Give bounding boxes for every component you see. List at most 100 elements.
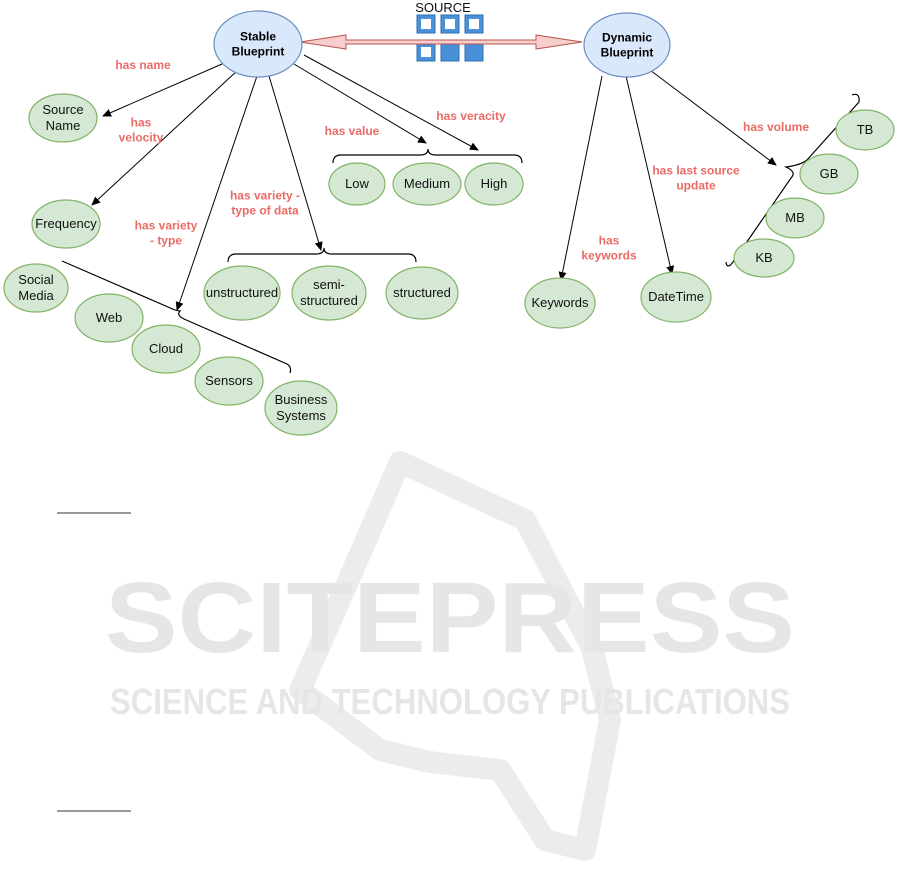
- text-line: Source: [42, 102, 83, 117]
- node-low[interactable]: Low: [328, 162, 386, 206]
- edge-has-velocity: [91, 69, 239, 206]
- text-line: Blueprint: [601, 46, 654, 60]
- text-line: has veracity: [436, 109, 506, 123]
- text-line: structured: [393, 285, 451, 300]
- node-shape: [392, 162, 462, 206]
- text-line: has variety -: [230, 189, 300, 203]
- edge-has-keywords: [558, 75, 603, 281]
- blueprint-stable-shape: [213, 10, 303, 78]
- node-shape: [799, 153, 859, 195]
- source-logo: SOURCE: [415, 0, 484, 62]
- node-keywords[interactable]: Keywords: [524, 277, 596, 329]
- text-line: keywords: [581, 249, 637, 263]
- node-kb[interactable]: KB: [733, 238, 795, 278]
- edge-label-has-name: has name: [115, 58, 171, 72]
- text-line: Media: [18, 288, 54, 303]
- text-line: velocity: [119, 131, 164, 145]
- edge-has-veracity: [303, 54, 479, 151]
- node-shape: [835, 109, 895, 151]
- node-tb[interactable]: TB: [835, 109, 895, 151]
- text-line: Frequency: [35, 216, 97, 231]
- brace-data-types: [227, 247, 417, 263]
- node-unstructured[interactable]: unstructured: [203, 265, 281, 321]
- node-shape: [765, 197, 825, 239]
- node-sensors[interactable]: Sensors: [194, 356, 264, 406]
- text-line: - type: [150, 234, 182, 248]
- source-label: SOURCE: [415, 0, 471, 15]
- text-line: Blueprint: [232, 45, 285, 59]
- node-gb[interactable]: GB: [799, 153, 859, 195]
- text-line: Name: [46, 118, 81, 133]
- edge-has-last-update: [625, 75, 675, 275]
- text-line: GB: [820, 166, 839, 181]
- text-line: Social: [18, 272, 54, 287]
- edge-label-has-variety-type: has variety- type: [135, 219, 198, 248]
- text-line: Low: [345, 176, 369, 191]
- node-datetime[interactable]: DateTime: [640, 271, 712, 323]
- node-cloud[interactable]: Cloud: [131, 324, 201, 374]
- node-shape: [328, 162, 386, 206]
- node-shape: [291, 265, 367, 321]
- text-line: has name: [115, 58, 171, 72]
- text-line: DateTime: [648, 289, 704, 304]
- text-line: has variety: [135, 219, 198, 233]
- node-shape: [733, 238, 795, 278]
- text-line: High: [481, 176, 508, 191]
- edge-has-variety-data: [268, 75, 323, 251]
- text-line: type of data: [231, 204, 299, 218]
- text-line: Stable: [240, 30, 276, 44]
- node-shape: [3, 263, 69, 313]
- text-line: unstructured: [206, 285, 278, 300]
- edge-label-has-volume: has volume: [743, 120, 809, 134]
- text-line: Medium: [404, 176, 450, 191]
- node-frequency[interactable]: Frequency: [31, 199, 101, 249]
- watermark-title: SCITEPRESS: [105, 562, 795, 674]
- node-web[interactable]: Web: [74, 293, 144, 343]
- node-high[interactable]: High: [464, 162, 524, 206]
- watermark-book-outline: [289, 451, 621, 861]
- edge-label-has-value: has value: [325, 124, 380, 138]
- node-mb[interactable]: MB: [765, 197, 825, 239]
- text-line: structured: [300, 293, 358, 308]
- node-medium[interactable]: Medium: [392, 162, 462, 206]
- node-shape: [464, 162, 524, 206]
- text-line: semi-: [313, 277, 345, 292]
- node-shape: [131, 324, 201, 374]
- text-line: update: [676, 179, 716, 193]
- blueprint-dynamic-shape: [583, 12, 671, 78]
- node-shape: [31, 199, 101, 249]
- node-structured[interactable]: structured: [385, 266, 459, 320]
- text-line: Systems: [276, 408, 326, 423]
- text-line: has: [599, 234, 620, 248]
- watermark-subtitle: SCIENCE AND TECHNOLOGY PUBLICATIONS: [110, 681, 790, 722]
- edge-label-has-variety-data: has variety -type of data: [230, 189, 300, 218]
- node-semi-structured[interactable]: semi-structured: [291, 265, 367, 321]
- text-line: TB: [857, 122, 874, 137]
- text-line: has: [131, 116, 152, 130]
- node-shape: [385, 266, 459, 320]
- node-shape: [74, 293, 144, 343]
- text-line: has value: [325, 124, 380, 138]
- brace-veracity-levels: [332, 148, 523, 164]
- text-line: has volume: [743, 120, 809, 134]
- edge-has-volume: [649, 69, 777, 166]
- edges: [91, 54, 777, 311]
- group-braces: [61, 93, 860, 374]
- node-shape: [264, 380, 338, 436]
- brace-volume-units: [725, 93, 860, 267]
- edge-has-variety-type: [175, 75, 258, 311]
- text-line: Dynamic: [602, 31, 652, 45]
- text-line: Web: [96, 310, 123, 325]
- text-line: Keywords: [531, 295, 589, 310]
- node-shape: [28, 93, 98, 143]
